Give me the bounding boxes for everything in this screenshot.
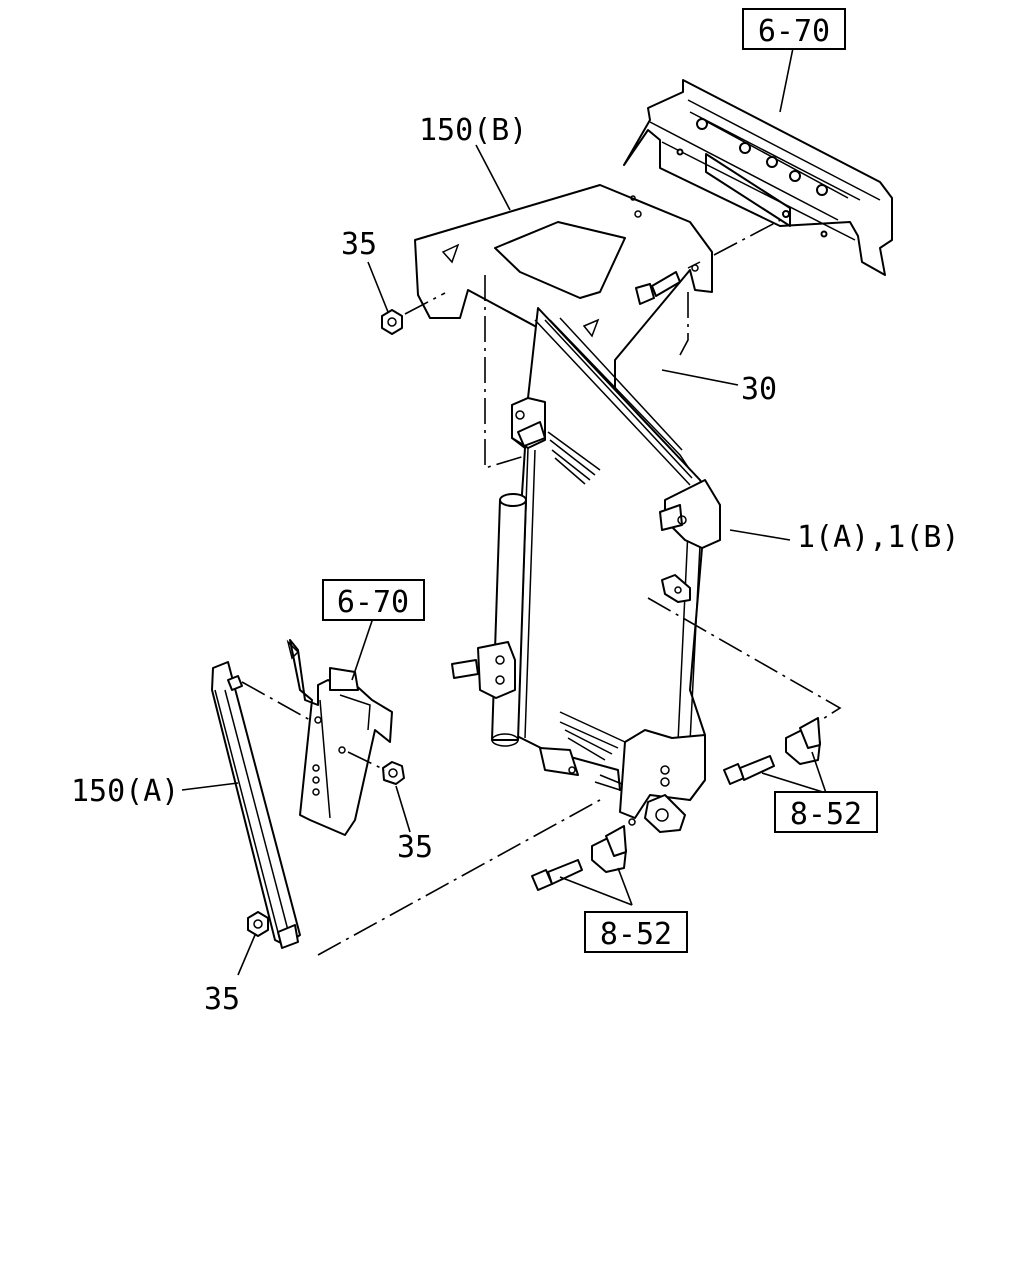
strap-150a: [211, 661, 301, 949]
nut-35-mid: [382, 761, 405, 785]
mount-8-52-bottom: [531, 825, 627, 891]
mount-8-52-right: [723, 717, 821, 785]
label-part-150a: 150(A): [71, 774, 179, 809]
callout-6-70-top: 6-70: [742, 8, 846, 50]
callout-6-70-left: 6-70: [322, 579, 425, 621]
label-ref-6-70-top: 6-70: [758, 14, 830, 49]
upper-bracket-150b: [414, 184, 713, 406]
label-part-35-mid: 35: [397, 830, 433, 865]
frame-bracket-left: [286, 639, 393, 836]
label-ref-8-52-bottom: 8-52: [600, 917, 672, 952]
label-part-30: 30: [741, 372, 777, 407]
assembly-lines: [241, 214, 842, 956]
callout-8-52-right: 8-52: [774, 791, 878, 833]
nut-35-bottom: [247, 911, 269, 937]
label-part-1ab: 1(A),1(B): [797, 520, 960, 555]
bolt-30: [635, 271, 681, 305]
label-ref-8-52-right: 8-52: [790, 797, 862, 832]
label-part-35-top: 35: [341, 227, 377, 262]
leader-lines: [181, 47, 827, 976]
nut-35-top: [381, 309, 403, 335]
label-part-150b: 150(B): [419, 113, 527, 148]
label-ref-6-70-left: 6-70: [337, 585, 409, 620]
frame-member-top: [623, 79, 893, 276]
condenser-1ab: [451, 307, 721, 833]
callout-8-52-bottom: 8-52: [584, 911, 688, 953]
label-part-35-bottom: 35: [204, 982, 240, 1017]
